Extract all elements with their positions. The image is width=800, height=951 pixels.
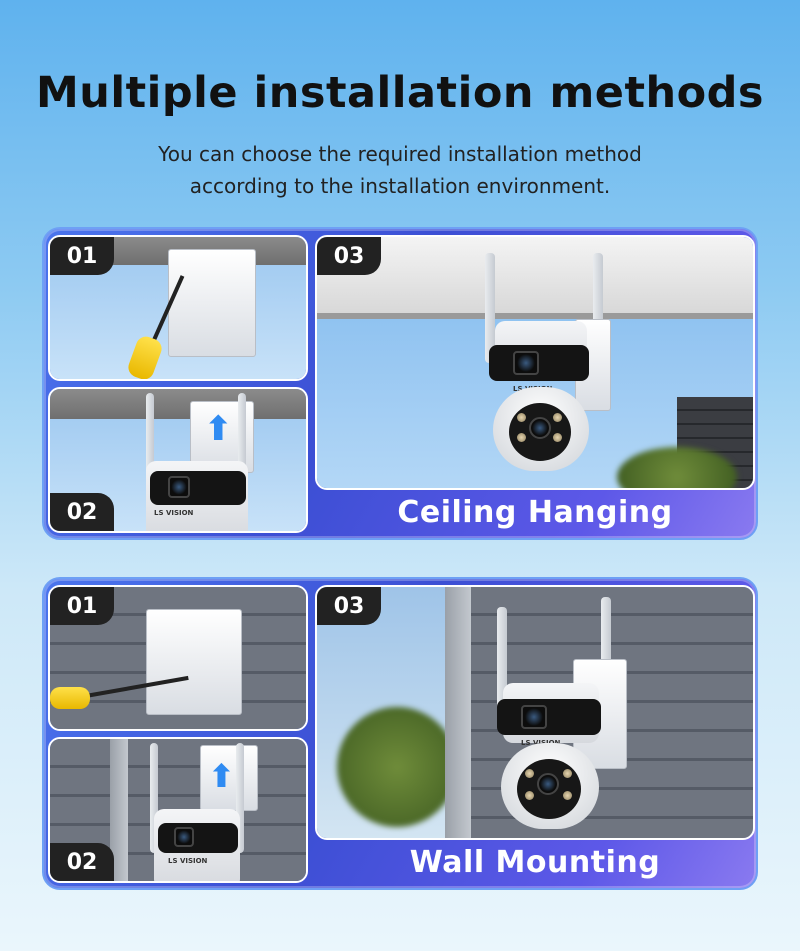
antenna [497,607,507,717]
antenna [238,393,246,503]
mount-bracket [168,249,256,357]
camera-lens-lower [537,773,559,795]
camera-lens [174,827,194,847]
screwdriver-handle [50,687,90,709]
page-title: Multiple installation methods [35,68,765,118]
antenna [150,743,158,853]
step-badge: 03 [317,237,381,275]
camera-lens [521,705,547,729]
step-badge: 02 [50,493,114,531]
ceiling-step-3-photo: LS VISION 03 [315,235,755,490]
brand-label: LS VISION [154,509,194,517]
subtitle-line-2: according to the installation environmen… [189,174,611,198]
camera-band [158,823,238,853]
camera-band [150,471,246,505]
camera-band [489,345,589,381]
step-badge: 02 [50,843,114,881]
ceiling-step-2-photo: ⬆ LS VISION 02 [48,387,308,533]
ceiling-step-1-photo: 01 [48,235,308,381]
mount-bracket [200,745,258,811]
step-badge: 01 [50,237,114,275]
antenna [146,393,154,503]
wall-step-1-photo: 01 [48,585,308,731]
antenna [485,253,495,363]
subtitle-line-1: You can choose the required installation… [158,142,642,166]
camera-band [497,699,601,735]
wall-trim [110,739,128,881]
foliage [617,447,737,488]
antenna [601,597,611,707]
section-caption: Wall Mounting [409,845,661,880]
brand-label: LS VISION [168,857,208,865]
antenna [236,743,244,853]
wall-mounting-panel: 01 ⬆ LS VISION 02 LS VISION 03 Wall [42,577,758,890]
camera-lens-lower [529,417,551,439]
step-badge: 01 [50,587,114,625]
foliage [337,707,457,827]
ceiling-hanging-panel: 01 ⬆ LS VISION 02 LS VISION 03 [42,227,758,540]
wall-step-3-photo: LS VISION 03 [315,585,755,840]
step-badge: 03 [317,587,381,625]
section-caption: Ceiling Hanging [397,495,673,530]
wall-step-2-photo: ⬆ LS VISION 02 [48,737,308,883]
antenna [593,253,603,363]
wall-trim [445,587,471,838]
camera-lens [513,351,539,375]
mount-bracket [146,609,242,715]
up-arrow-icon: ⬆ [204,409,233,449]
camera-lens [168,476,190,498]
up-arrow-icon: ⬆ [208,757,235,795]
